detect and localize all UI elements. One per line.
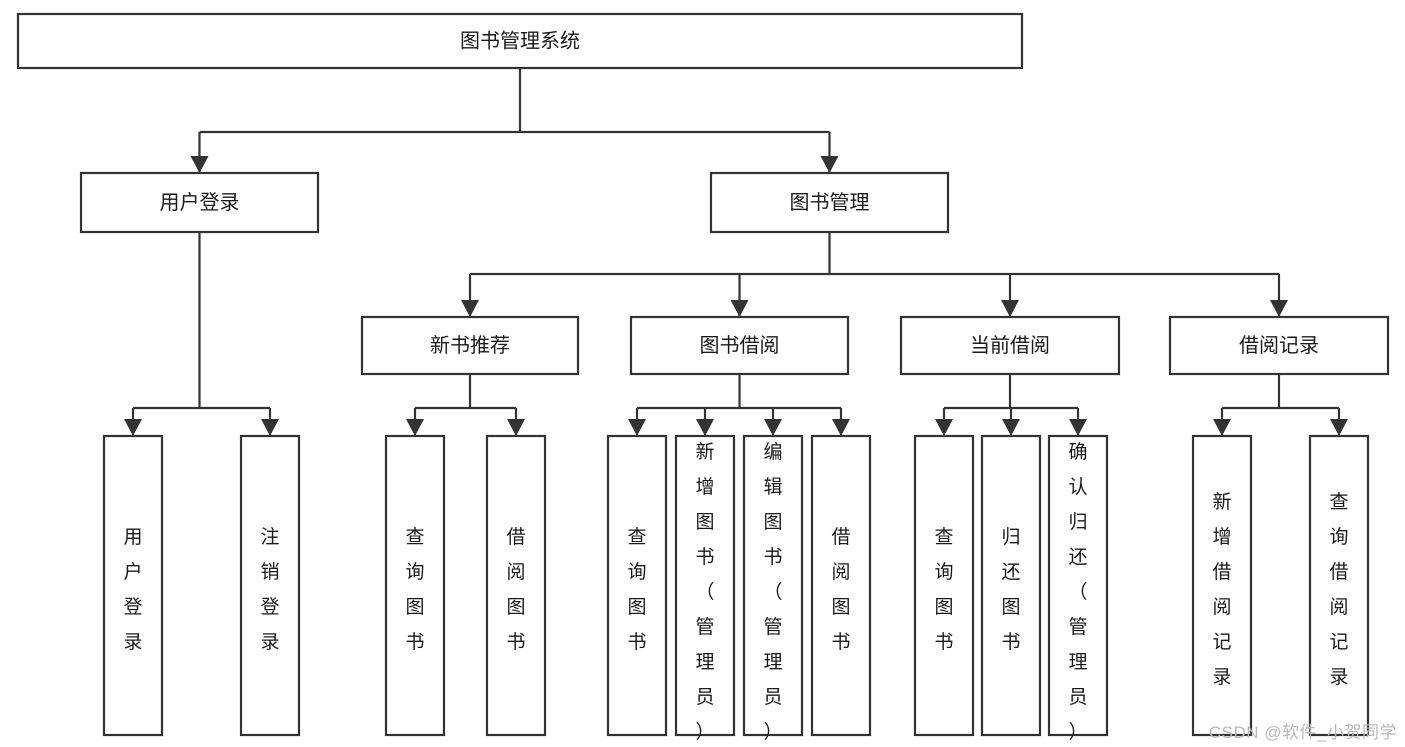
node-new-book-recommend[interactable]: 新书推荐	[360, 315, 580, 376]
arrow-head-leaf-return-book	[1002, 419, 1020, 436]
node-leaf-edit-book[interactable]: 编辑图书（管理员）	[742, 434, 804, 743]
arrow-head-leaf-edit-book	[764, 419, 782, 436]
node-box-leaf-edit-book[interactable]	[742, 434, 804, 737]
node-label-leaf-borrow-book: 借阅图书	[831, 526, 850, 653]
node-label-leaf-add-record: 新增借阅记录	[1212, 491, 1231, 688]
arrow-head-borrow-record	[1270, 300, 1288, 317]
arrow-head-leaf-confirm-return	[1069, 419, 1087, 436]
node-label-borrow-record: 借阅记录	[1239, 334, 1319, 357]
node-label-leaf-edit-book: 编辑图书（管理员）	[763, 441, 782, 743]
node-label-leaf-user-login: 用户登录	[123, 527, 142, 653]
node-label-leaf-return-book: 归还图书	[1001, 526, 1020, 653]
node-box-leaf-user-login[interactable]	[102, 434, 164, 737]
arrow-head-leaf-query-record	[1330, 419, 1348, 436]
node-leaf-add-record[interactable]: 新增借阅记录	[1191, 434, 1253, 737]
node-label-user-login: 用户登录	[160, 191, 240, 214]
node-box-leaf-user-logout[interactable]	[239, 434, 301, 737]
node-leaf-add-book[interactable]: 新增图书（管理员）	[674, 434, 736, 743]
arrow-head-book-manage	[820, 156, 839, 173]
node-label-leaf-query-record: 查询借阅记录	[1329, 491, 1348, 688]
arrow-head-leaf-borrow-book	[832, 419, 850, 436]
arrow-head-leaf-query-book-recommend	[406, 419, 424, 436]
node-label-leaf-query-book-recommend: 查询图书	[405, 526, 424, 653]
node-box-leaf-add-book[interactable]	[674, 434, 736, 737]
arrow-head-leaf-query-book-current	[935, 419, 953, 436]
node-leaf-borrow-book[interactable]: 借阅图书	[810, 434, 872, 737]
node-root[interactable]: 图书管理系统	[16, 12, 1024, 70]
node-leaf-query-book-recommend[interactable]: 查询图书	[384, 434, 446, 737]
arrow-head-book-borrow	[730, 300, 749, 317]
node-box-new-book-recommend[interactable]	[360, 315, 580, 376]
node-current-borrow[interactable]: 当前借阅	[899, 315, 1121, 376]
arrow-head-leaf-query-book-borrow	[628, 419, 646, 436]
node-box-leaf-query-book-current[interactable]	[913, 434, 975, 737]
node-box-leaf-return-book[interactable]	[980, 434, 1042, 737]
node-box-borrow-record[interactable]	[1168, 315, 1390, 376]
node-label-leaf-user-logout: 注销登录	[260, 526, 279, 653]
node-user-login[interactable]: 用户登录	[79, 171, 320, 234]
node-box-leaf-query-book-recommend[interactable]	[384, 434, 446, 737]
node-book-borrow[interactable]: 图书借阅	[629, 315, 850, 376]
node-book-manage[interactable]: 图书管理	[709, 171, 950, 234]
node-leaf-borrow-book-recommend[interactable]: 借阅图书	[485, 434, 547, 737]
node-box-leaf-query-book-borrow[interactable]	[606, 434, 668, 737]
node-leaf-query-record[interactable]: 查询借阅记录	[1308, 434, 1370, 737]
node-label-root: 图书管理系统	[460, 29, 580, 52]
node-label-leaf-confirm-return: 确认归还（管理员）	[1068, 441, 1087, 743]
node-box-leaf-add-record[interactable]	[1191, 434, 1253, 737]
node-box-current-borrow[interactable]	[899, 315, 1121, 376]
node-leaf-return-book[interactable]: 归还图书	[980, 434, 1042, 737]
node-box-root[interactable]	[16, 12, 1024, 70]
arrow-head-leaf-add-book	[696, 419, 714, 436]
arrow-head-current-borrow	[1001, 300, 1019, 317]
arrow-head-leaf-borrow-book-recommend	[507, 419, 525, 436]
node-box-leaf-borrow-book[interactable]	[810, 434, 872, 737]
arrow-head-user-login	[190, 156, 209, 173]
node-label-leaf-query-book-current: 查询图书	[934, 526, 953, 653]
node-box-user-login[interactable]	[79, 171, 320, 234]
watermark-label: CSDN @软件_小贺同学	[1208, 723, 1397, 742]
node-leaf-query-book-current[interactable]: 查询图书	[913, 434, 975, 737]
node-label-leaf-query-book-borrow: 查询图书	[627, 526, 646, 653]
node-leaf-user-logout[interactable]: 注销登录	[239, 434, 301, 737]
node-leaf-query-book-borrow[interactable]: 查询图书	[606, 434, 668, 737]
nodes-layer: 图书管理系统用户登录图书管理新书推荐图书借阅当前借阅借阅记录用户登录注销登录查询…	[16, 12, 1390, 743]
arrow-head-leaf-user-login	[124, 419, 142, 436]
arrow-head-leaf-user-logout	[261, 419, 279, 436]
node-label-new-book-recommend: 新书推荐	[430, 334, 510, 357]
node-box-book-borrow[interactable]	[629, 315, 850, 376]
edges-layer	[124, 68, 1348, 436]
node-box-leaf-query-record[interactable]	[1308, 434, 1370, 737]
node-box-book-manage[interactable]	[709, 171, 950, 234]
node-label-book-borrow: 图书借阅	[700, 334, 780, 357]
arrow-head-leaf-add-record	[1213, 419, 1231, 436]
node-label-leaf-borrow-book-recommend: 借阅图书	[506, 526, 525, 653]
arrow-head-new-book-recommend	[461, 300, 479, 317]
node-leaf-confirm-return[interactable]: 确认归还（管理员）	[1047, 434, 1109, 743]
node-borrow-record[interactable]: 借阅记录	[1168, 315, 1390, 376]
node-box-leaf-confirm-return[interactable]	[1047, 434, 1109, 737]
node-box-leaf-borrow-book-recommend[interactable]	[485, 434, 547, 737]
node-leaf-user-login[interactable]: 用户登录	[102, 434, 164, 737]
node-label-leaf-add-book: 新增图书（管理员）	[695, 441, 714, 743]
node-label-book-manage: 图书管理	[790, 191, 870, 214]
node-label-current-borrow: 当前借阅	[970, 334, 1050, 357]
